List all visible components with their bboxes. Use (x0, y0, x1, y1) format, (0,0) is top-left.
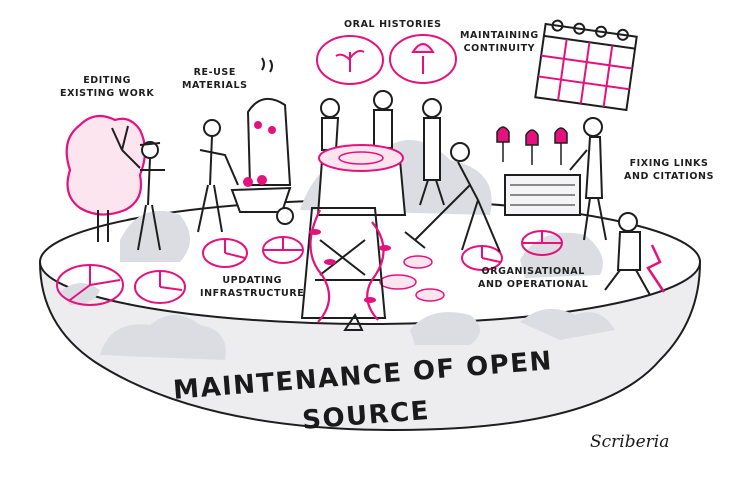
label-line: MAINTAINING (460, 30, 539, 41)
label-oral-histories: ORAL HISTORIES (344, 18, 442, 31)
label-reuse-materials: RE-USE MATERIALS (182, 66, 248, 92)
pie-icon-5 (461, 245, 503, 271)
stump-table (316, 144, 407, 216)
label-line: FIXING LINKS (629, 158, 709, 169)
label-line: ORAL HISTORIES (344, 19, 442, 30)
worker-rake (404, 142, 501, 253)
background-bush (520, 232, 603, 278)
pie-icon-4 (262, 236, 304, 264)
fallen-leaves (379, 255, 445, 302)
label-line: EDITING (83, 75, 132, 86)
label-editing-existing-work: EDITING EXISTING WORK (60, 74, 154, 100)
pie-icon-3 (202, 238, 248, 268)
pie-icon-1 (56, 264, 124, 306)
foreground-bush (520, 308, 615, 340)
background-bush (410, 312, 480, 345)
label-line: EXISTING WORK (60, 88, 155, 99)
label-line: AND CITATIONS (624, 171, 715, 182)
label-line: ORGANISATIONAL (481, 266, 585, 277)
worker-kneeling (604, 212, 651, 296)
label-line: CONTINUITY (463, 43, 536, 54)
pie-icon-6 (521, 230, 563, 256)
calendar (534, 19, 638, 112)
label-fixing-links: FIXING LINKS AND CITATIONS (624, 157, 714, 183)
raised-garden-bed (504, 174, 581, 216)
worker-reuse (197, 119, 239, 233)
broken-link-icon (646, 244, 666, 293)
gardener-editing (111, 125, 165, 251)
speech-bubble-right (389, 34, 457, 84)
wheelbarrow (230, 175, 294, 225)
label-line: RE-USE (193, 67, 236, 78)
label-line: AND OPERATIONAL (478, 279, 589, 290)
foreground-bush (100, 315, 226, 360)
brand-logo: Scriberia (590, 432, 670, 452)
label-line: MATERIALS (182, 80, 248, 91)
label-line: INFRASTRUCTURE (200, 288, 305, 299)
label-line: UPDATING (222, 275, 283, 286)
label-organisational-operational: ORGANISATIONAL AND OPERATIONAL (478, 265, 588, 291)
tulips (496, 126, 568, 165)
speech-bubble-left (316, 35, 384, 85)
vine-leaves (309, 229, 391, 303)
worker-fixing-links (569, 117, 607, 241)
hedge-tree (65, 114, 147, 216)
people-oral-histories (320, 90, 445, 206)
pie-icon-2 (134, 270, 186, 304)
recycling-pot (246, 57, 292, 186)
hedge-trunk (97, 210, 109, 242)
label-maintaining-continuity: MAINTAINING CONTINUITY (460, 29, 539, 55)
label-updating-infrastructure: UPDATING INFRASTRUCTURE (200, 274, 304, 300)
